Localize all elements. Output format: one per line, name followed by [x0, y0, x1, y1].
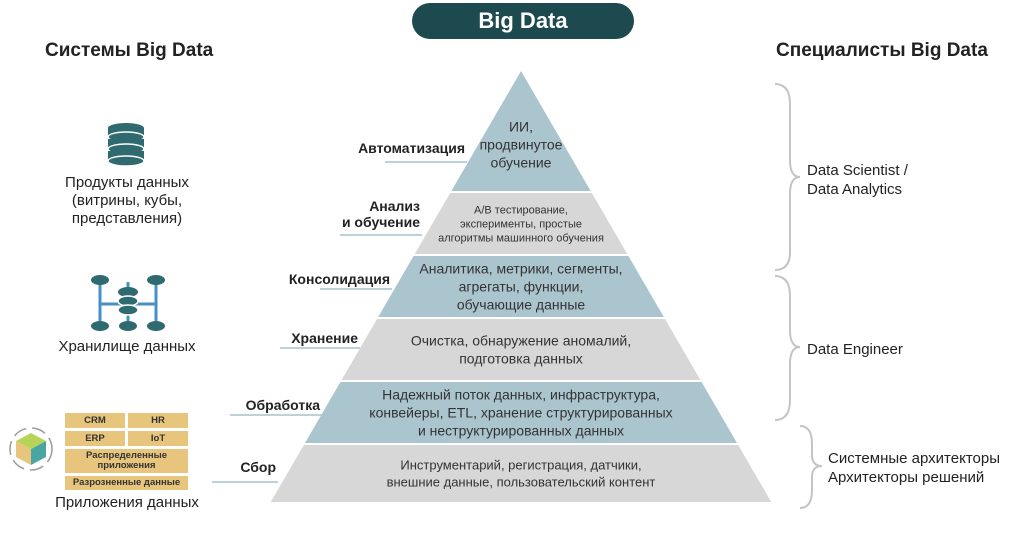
specialists-heading: Специалисты Big Data — [776, 40, 988, 61]
products-label-line: представления) — [71, 210, 183, 227]
products-label-line: Продукты данных — [65, 174, 189, 191]
level-content-text: внешние данные, пользовательский контент — [387, 475, 656, 490]
level-content-text: продвинутое — [480, 136, 563, 152]
level-content-text: Очистка, обнаружение аномалий, — [411, 332, 631, 348]
products-label: Продукты данных (витрины, кубы, представ… — [40, 174, 214, 228]
pyramid-band — [267, 443, 775, 504]
brace-data-engineer — [774, 275, 801, 421]
level-label: Анализ — [369, 198, 420, 214]
level-content-text: конвейеры, ETL, хранение структурированн… — [369, 404, 672, 420]
pyramid-bands — [267, 67, 775, 504]
storage-label: Хранилище данных — [58, 338, 196, 355]
level-content-text: эксперименты, простые — [460, 218, 582, 230]
level-content-text: обучающие данные — [457, 296, 586, 312]
specialist-line: Системные архитекторы — [828, 450, 1000, 467]
apps-label: Приложения данных — [55, 494, 199, 511]
tile-crm: CRM — [65, 413, 125, 428]
specialist-line: Архитекторы решений — [828, 469, 985, 486]
tile-iot: IoT — [128, 431, 188, 446]
level-content-text: алгоритмы машинного обучения — [438, 232, 604, 244]
level-label: Сбор — [240, 459, 276, 475]
level-content-text: Инструментарий, регистрация, датчики, — [400, 458, 641, 473]
level-label: Хранение — [291, 330, 358, 346]
specialist-data-engineer: Data Engineer — [807, 340, 903, 359]
tile-hr: HR — [128, 413, 188, 428]
level-content-text: обучение — [491, 154, 552, 170]
level-content-text: агрегаты, функции, — [459, 278, 584, 294]
products-label-line: (витрины, кубы, — [71, 192, 183, 209]
level-content-text: подготовка данных — [459, 350, 583, 366]
specialist-line: Data Engineer — [807, 341, 903, 358]
page-title: Big Data — [412, 3, 634, 39]
specialist-architects: Системные архитекторы Архитекторы решени… — [828, 449, 1000, 487]
level-content-text: Надежный поток данных, инфраструктура, — [382, 386, 660, 402]
specialist-data-scientist: Data Scientist / Data Analytics — [807, 161, 908, 199]
specialist-braces — [774, 83, 823, 509]
level-content-text: и неструктурированных данных — [418, 422, 624, 438]
specialist-line: Data Scientist / — [807, 162, 908, 179]
storage-cluster-icon — [91, 275, 165, 331]
tile-erp: ERP — [65, 431, 125, 446]
level-label: Автоматизация — [358, 140, 465, 156]
systems-heading: Системы Big Data — [45, 40, 214, 61]
level-label: и обучение — [342, 214, 420, 230]
specialist-line: Data Analytics — [807, 181, 903, 198]
brace-architects — [799, 425, 823, 509]
level-content-text: A/B тестирование, — [474, 204, 568, 216]
level-content-text: Аналитика, метрики, сегменты, — [419, 260, 622, 276]
level-label: Обработка — [246, 397, 321, 413]
level-label: Консолидация — [289, 271, 390, 287]
level-content-text: ИИ, — [509, 118, 533, 134]
cube-icon — [9, 427, 53, 471]
database-icon — [107, 123, 145, 167]
brace-data-scientist — [774, 83, 801, 271]
tile-distributed-apps: Распределенные приложения — [65, 449, 188, 473]
tile-scattered-data: Разрозненные данные — [65, 476, 188, 490]
